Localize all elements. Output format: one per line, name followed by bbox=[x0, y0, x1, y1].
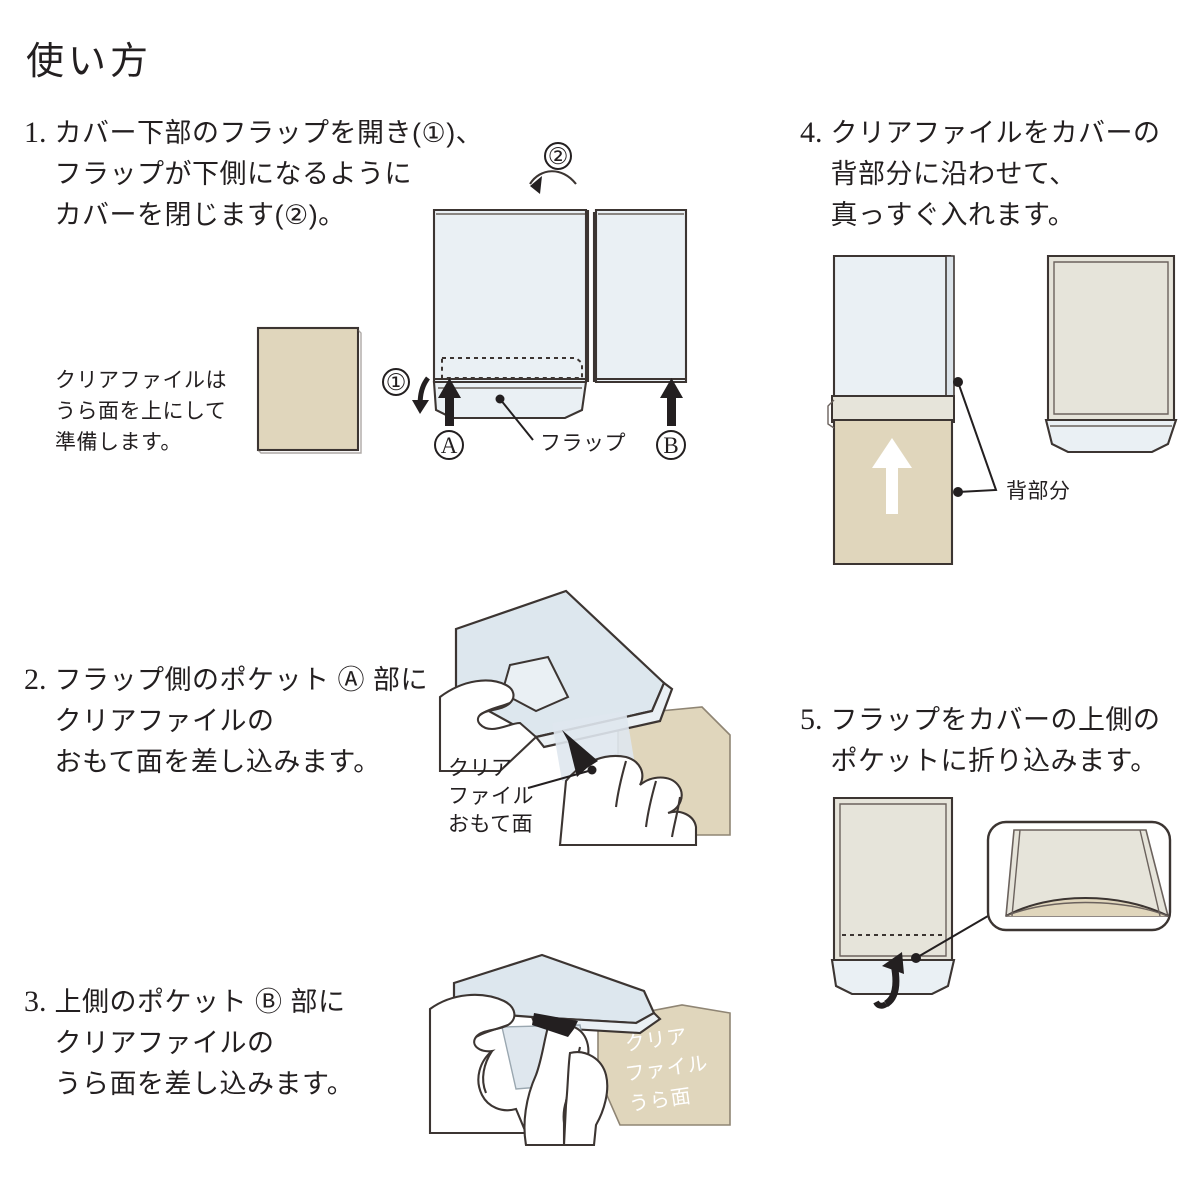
step-2-number: 2. bbox=[24, 663, 47, 696]
detail-fold-curve bbox=[1005, 896, 1169, 917]
step-1: 1. カバー下部のフラップを開き(①)、 フラップが下側になるように カバーを閉… bbox=[24, 113, 483, 236]
cover-right-panel bbox=[594, 208, 688, 384]
figure-step-4: 背部分 bbox=[810, 240, 1180, 580]
marker-close-label: ② bbox=[548, 144, 569, 169]
step-2-line-2: クリアファイルの bbox=[54, 706, 275, 736]
insertion-direction-arrow bbox=[872, 438, 912, 514]
arrow-open-head bbox=[412, 400, 429, 414]
step-5-text: フラップをカバーの上側の ポケットに折り込みます。 bbox=[831, 700, 1161, 782]
step-2-line-3: おもて面を差し込みます。 bbox=[54, 747, 381, 777]
step-1-line-1: カバー下部のフラップを開き(①)、 bbox=[54, 118, 484, 148]
step-4-text: クリアファイルをカバーの 背部分に沿わせて、 真っすぐ入れます。 bbox=[831, 113, 1161, 236]
step-4: 4. クリアファイルをカバーの 背部分に沿わせて、 真っすぐ入れます。 bbox=[800, 113, 1161, 236]
step-4-line-1: クリアファイルをカバーの bbox=[830, 118, 1161, 148]
callout-line-1: クリア bbox=[448, 757, 513, 780]
left-hand-3 bbox=[428, 993, 528, 1135]
step-1-text: カバー下部のフラップを開き(①)、 フラップが下側になるように カバーを閉じます… bbox=[55, 113, 484, 236]
pocket-a-arrow bbox=[438, 378, 461, 426]
spine-leader-line bbox=[957, 381, 998, 493]
step-2-text: フラップ側のポケット Ⓐ 部に クリアファイルの おもて面を差し込みます。 bbox=[55, 660, 429, 783]
step-3-text: 上側のポケット Ⓑ 部に クリアファイルの うら面を差し込みます。 bbox=[55, 982, 355, 1105]
callout-line-2: ファイル bbox=[448, 785, 534, 808]
figure-step-3: クリア ファイル うら面 bbox=[428, 953, 740, 1147]
step-3-number: 3. bbox=[24, 985, 47, 1018]
arrow-close-head bbox=[530, 176, 542, 194]
marker-open-circle bbox=[382, 368, 410, 396]
step-1-line-3: カバーを閉じます(②)。 bbox=[54, 200, 346, 230]
flap-leader-line bbox=[499, 398, 534, 441]
cover-finished-body bbox=[1046, 254, 1176, 422]
figure-step-1: ② ① A B フラップ bbox=[382, 142, 730, 460]
right-hand bbox=[558, 755, 698, 847]
cover-finished-flap bbox=[1044, 418, 1178, 454]
prepare-caption: クリアファイルは うら面を上にして 準備します。 bbox=[55, 365, 227, 458]
insert-arrow-3 bbox=[532, 1013, 578, 1037]
arrow-close-curve bbox=[529, 170, 577, 185]
fold-arrow-head bbox=[882, 952, 904, 974]
figure-step-2: クリア ファイル おもて面 bbox=[438, 585, 740, 847]
right-hand-3b bbox=[562, 1051, 609, 1147]
figure-prepare-clear-file bbox=[255, 325, 375, 460]
pocket-a-label: A bbox=[441, 433, 458, 458]
pocket-b-label: B bbox=[663, 433, 678, 458]
clear-file-card bbox=[256, 326, 360, 452]
prepare-caption-line-3: 準備します。 bbox=[55, 431, 182, 454]
marker-close-circle bbox=[544, 142, 572, 170]
step-2: 2. フラップ側のポケット Ⓐ 部に クリアファイルの おもて面を差し込みます。 bbox=[24, 660, 428, 783]
prepare-caption-line-1: クリアファイルは bbox=[55, 369, 227, 392]
figure-step-5 bbox=[810, 780, 1190, 1020]
detail-leader-line bbox=[915, 915, 989, 959]
step-4-line-2: 背部分に沿わせて、 bbox=[830, 159, 1077, 189]
step-4-line-3: 真っすぐ入れます。 bbox=[830, 200, 1076, 230]
flap-label: フラップ bbox=[540, 432, 626, 455]
spine-label: 背部分 bbox=[1006, 480, 1071, 503]
step-5-line-2: ポケットに折り込みます。 bbox=[830, 746, 1158, 776]
prepare-caption-line-2: うら面を上にして bbox=[55, 400, 227, 423]
step-3-line-2: クリアファイルの bbox=[54, 1028, 275, 1058]
page-title: 使い方 bbox=[26, 41, 153, 83]
step-5-number: 5. bbox=[800, 703, 823, 736]
callout-line-3: おもて面 bbox=[448, 813, 533, 836]
pocket-a-circle bbox=[434, 430, 464, 460]
step-5: 5. フラップをカバーの上側の ポケットに折り込みます。 bbox=[800, 700, 1161, 782]
step-1-number: 1. bbox=[24, 116, 47, 149]
cover-left-panel bbox=[432, 208, 588, 384]
cover-front-upper bbox=[832, 254, 952, 404]
step-1-line-2: フラップが下側になるように bbox=[54, 159, 412, 189]
marker-open-label: ① bbox=[386, 370, 407, 395]
detail-fold-curve-inner bbox=[1005, 901, 1169, 917]
callout-line bbox=[527, 769, 593, 789]
step-3-line-1: 上側のポケット Ⓑ 部に bbox=[54, 987, 346, 1017]
step-5-line-1: フラップをカバーの上側の bbox=[830, 705, 1161, 735]
step-4-number: 4. bbox=[800, 116, 823, 149]
insert-arrow bbox=[562, 730, 598, 777]
pocket-b-arrow bbox=[660, 378, 683, 426]
step-3-line-3: うら面を差し込みます。 bbox=[54, 1069, 355, 1099]
flap-shape bbox=[432, 380, 588, 420]
step-3: 3. 上側のポケット Ⓑ 部に クリアファイルの うら面を差し込みます。 bbox=[24, 982, 354, 1105]
step-2-line-1: フラップ側のポケット Ⓐ 部に bbox=[54, 665, 429, 695]
cover-spine-strip bbox=[945, 255, 955, 403]
file-top-band bbox=[831, 395, 955, 423]
pocket-b-circle bbox=[656, 430, 686, 460]
